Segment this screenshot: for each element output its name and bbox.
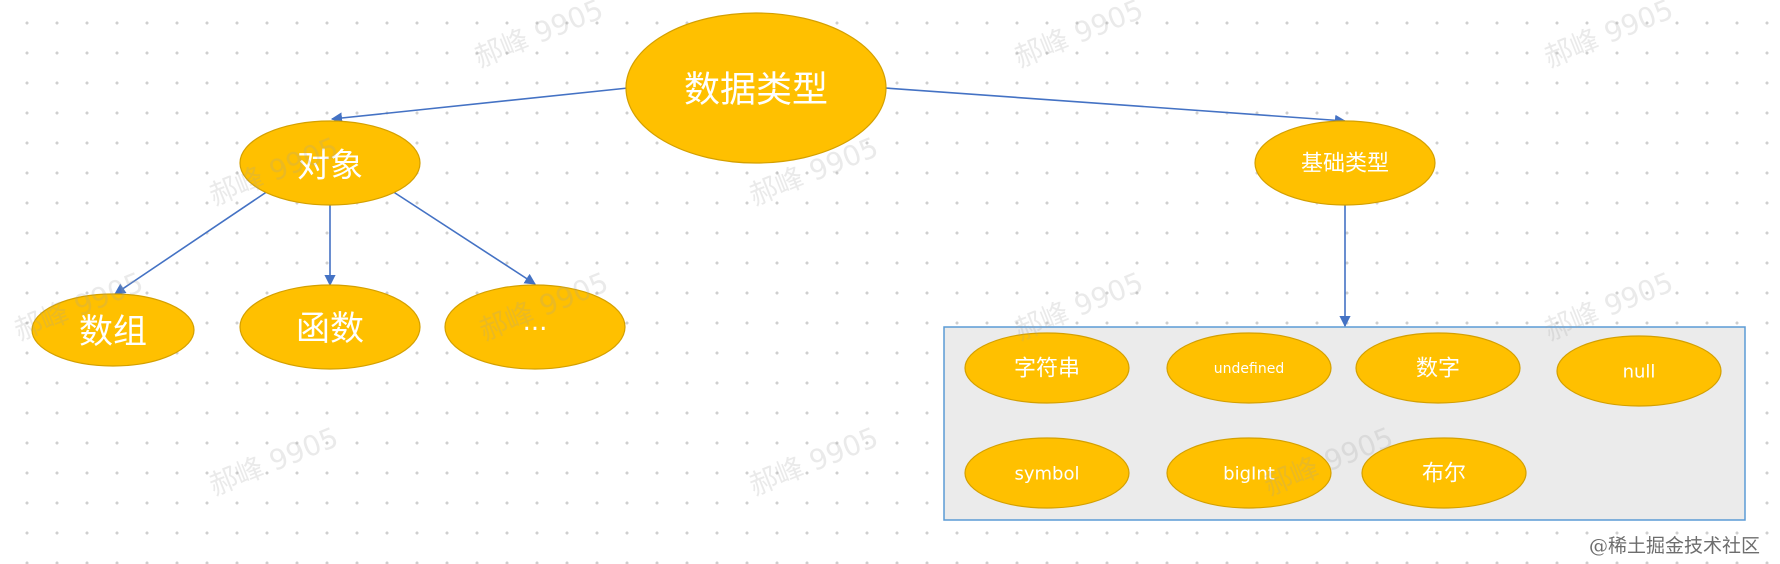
- string-label: 字符串: [1014, 357, 1080, 382]
- array-label: 数组: [79, 312, 147, 352]
- edge-root-basic: [884, 87, 1347, 126]
- root-node: 数据类型: [625, 12, 887, 164]
- number-node: 数字: [1355, 332, 1521, 404]
- boolean-label: 布尔: [1422, 462, 1466, 487]
- function-label: 函数: [296, 309, 364, 349]
- array-node: 数组: [31, 293, 195, 367]
- basic-label: 基础类型: [1301, 152, 1389, 177]
- string-node: 字符串: [964, 332, 1130, 404]
- null-label: null: [1623, 362, 1656, 383]
- number-label: 数字: [1416, 357, 1460, 382]
- more-node: ...: [444, 284, 626, 370]
- symbol-node: symbol: [964, 437, 1130, 509]
- footer-credit: @稀土掘金技术社区: [1588, 535, 1760, 557]
- edge-object-more: [391, 190, 536, 285]
- object-node: 对象: [239, 120, 421, 206]
- bigint-label: bigInt: [1223, 464, 1275, 485]
- edge-root-object: [330, 87, 629, 124]
- edge-object-array: [114, 190, 269, 295]
- bigint-node: bigInt: [1166, 437, 1332, 509]
- boolean-node: 布尔: [1361, 437, 1527, 509]
- more-label: ...: [523, 307, 548, 337]
- root-label: 数据类型: [684, 70, 828, 111]
- symbol-label: symbol: [1014, 464, 1079, 485]
- basic-node: 基础类型: [1254, 120, 1436, 206]
- object-label: 对象: [297, 146, 363, 185]
- function-node: 函数: [239, 284, 421, 370]
- undefined-node: undefined: [1166, 332, 1332, 404]
- null-node: null: [1556, 335, 1722, 407]
- undefined-label: undefined: [1214, 361, 1284, 377]
